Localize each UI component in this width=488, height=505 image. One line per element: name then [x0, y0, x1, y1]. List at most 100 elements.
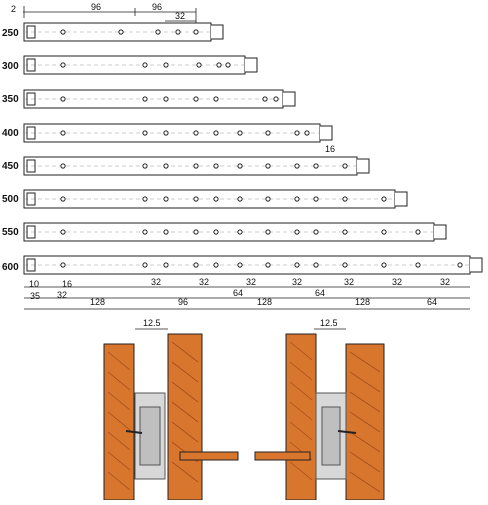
- detail-left-width-label: 12.5: [143, 318, 161, 328]
- bottom-row1-label-32-g: 32: [440, 277, 450, 287]
- top-label-96-a: 96: [91, 2, 101, 12]
- rail-end-tab: [283, 91, 296, 107]
- rail-length-450: 450: [2, 161, 19, 172]
- detail-left: 12.5: [103, 318, 239, 501]
- detail-left-board-2: [167, 333, 203, 501]
- bottom-row1-label-32-e: 32: [344, 277, 354, 287]
- bottom-row1-label-32-a: 32: [151, 277, 161, 287]
- mount-hole: [213, 130, 219, 136]
- bottom-row2-label-32: 32: [57, 290, 67, 300]
- mount-hole: [60, 163, 66, 169]
- rail-body: [23, 55, 246, 75]
- bottom-row1-label-32-d: 32: [292, 277, 302, 287]
- mount-hole: [193, 262, 199, 268]
- mount-hole: [193, 29, 199, 35]
- rail-start-slot: [26, 25, 36, 39]
- mount-hole: [294, 229, 300, 235]
- mount-hole: [60, 196, 66, 202]
- detail-right: 12.5: [254, 318, 385, 501]
- rail-start-slot: [26, 258, 36, 272]
- mount-hole: [60, 229, 66, 235]
- mount-hole: [163, 229, 169, 235]
- rail-length-300: 300: [2, 61, 19, 72]
- top-dimensions: 2 96 96 32: [11, 2, 197, 26]
- rail-end-tab: [320, 125, 333, 141]
- mount-hole: [313, 262, 319, 268]
- mount-hole: [381, 229, 387, 235]
- detail-left-drawer-bottom: [179, 451, 239, 461]
- mount-hole: [213, 196, 219, 202]
- mount-hole: [304, 130, 310, 136]
- bottom-row3-label-128-b: 128: [257, 297, 272, 307]
- mount-hole: [342, 229, 348, 235]
- mount-hole: [60, 96, 66, 102]
- mount-hole: [213, 262, 219, 268]
- mount-hole: [457, 262, 463, 268]
- mount-hole: [142, 62, 148, 68]
- mount-hole: [273, 96, 279, 102]
- mount-hole: [60, 62, 66, 68]
- bottom-row1-label-32-b: 32: [199, 277, 209, 287]
- mount-hole: [237, 229, 243, 235]
- mount-hole: [381, 262, 387, 268]
- rail-length-labels: 250 300 350 400 450 500 550 600: [2, 28, 19, 273]
- mount-hole: [213, 96, 219, 102]
- mount-hole: [60, 29, 66, 35]
- rail-start-slot: [26, 58, 36, 72]
- detail-right-width-label: 12.5: [320, 318, 338, 328]
- rail-length-400: 400: [2, 128, 19, 139]
- mount-hole: [118, 29, 124, 35]
- mount-hole: [294, 163, 300, 169]
- mount-hole: [342, 196, 348, 202]
- bottom-row3-label-64: 64: [427, 297, 437, 307]
- detail-right-screw: [337, 430, 357, 434]
- bottom-row3-label-128-a: 128: [90, 297, 105, 307]
- rail-end-tab: [395, 191, 408, 207]
- mount-hole: [381, 196, 387, 202]
- mount-hole: [142, 229, 148, 235]
- mount-hole: [294, 262, 300, 268]
- mount-hole: [237, 163, 243, 169]
- top-label-offset: 2: [11, 4, 16, 14]
- bottom-row2-label-64-b: 64: [315, 288, 325, 298]
- detail-right-drawer-bottom: [254, 451, 311, 461]
- mount-hole: [193, 196, 199, 202]
- bottom-row1-label-32-f: 32: [392, 277, 402, 287]
- mount-hole: [313, 163, 319, 169]
- mount-hole: [213, 163, 219, 169]
- mount-hole: [313, 196, 319, 202]
- mount-hole: [193, 130, 199, 136]
- bottom-row3-label-96: 96: [178, 297, 188, 307]
- detail-left-board-1: [103, 343, 135, 501]
- rail-length-350: 350: [2, 94, 19, 105]
- mount-hole: [265, 163, 271, 169]
- bottom-row2-label-64-a: 64: [233, 288, 243, 298]
- mount-hole: [213, 229, 219, 235]
- rail-length-500: 500: [2, 194, 19, 205]
- rail-end-tab: [211, 24, 224, 40]
- mount-hole: [225, 62, 231, 68]
- mount-hole: [342, 163, 348, 169]
- mount-hole: [163, 262, 169, 268]
- rail-start-slot: [26, 126, 36, 140]
- mount-hole: [237, 130, 243, 136]
- mount-hole: [265, 262, 271, 268]
- mount-hole: [142, 130, 148, 136]
- mount-hole: [60, 130, 66, 136]
- mount-hole: [265, 229, 271, 235]
- rail-length-250: 250: [2, 28, 19, 39]
- mount-hole: [163, 163, 169, 169]
- top-label-96-b: 96: [152, 2, 162, 12]
- rail-start-slot: [26, 225, 36, 239]
- mount-hole: [294, 196, 300, 202]
- mount-hole: [415, 229, 421, 235]
- mount-hole: [142, 96, 148, 102]
- top-label-32: 32: [175, 11, 185, 21]
- rail-end-tab: [470, 257, 483, 273]
- mount-hole: [175, 29, 181, 35]
- bottom-dimensions: 10 16 32 32 32 32 32 32 32 35 32 64 64 1…: [24, 277, 470, 310]
- rail-start-slot: [26, 92, 36, 106]
- detail-left-slide-inner: [139, 406, 161, 466]
